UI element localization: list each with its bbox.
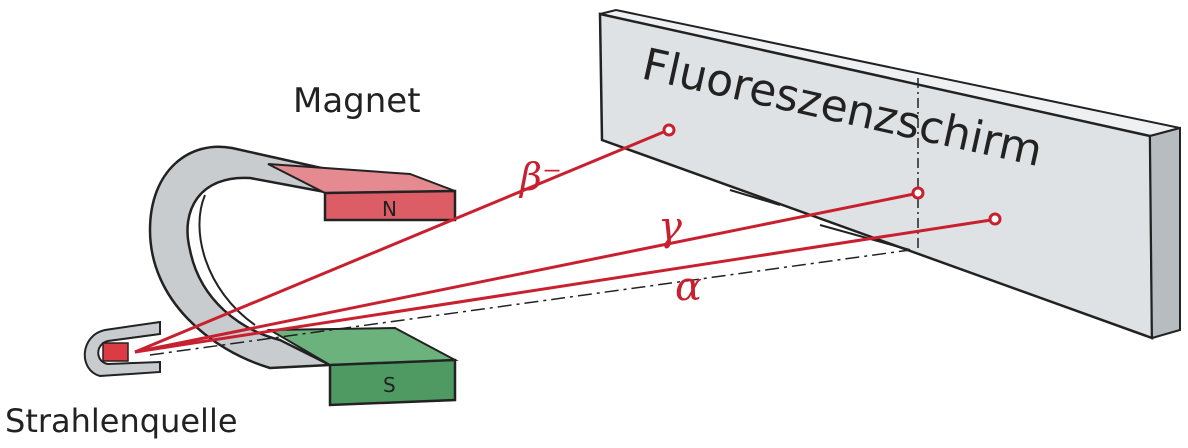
horseshoe-magnet: N S Magnet [148,81,459,407]
gamma-ray [134,192,915,354]
magnet-label: Magnet [293,81,421,121]
north-pole-label: N [382,197,397,221]
south-pole: S [266,326,459,407]
alpha-impact-dot [988,212,1002,226]
alpha-ray [134,218,992,354]
beta-ray [134,129,667,354]
radiation-source: Strahlenquelle [5,320,238,440]
gamma-label: γ [658,204,682,250]
south-pole-label: S [383,373,396,397]
beta-label: β⁻ [518,155,562,199]
fluorescent-screen: Fluoreszenzschirm [598,8,1181,340]
alpha-label: α [675,264,702,310]
gamma-impact-dot [911,186,925,200]
axis-line [149,249,911,356]
rays [134,123,1002,354]
beta-impact-dot [662,123,676,137]
north-pole: N [267,163,457,222]
source-label: Strahlenquelle [5,402,238,440]
